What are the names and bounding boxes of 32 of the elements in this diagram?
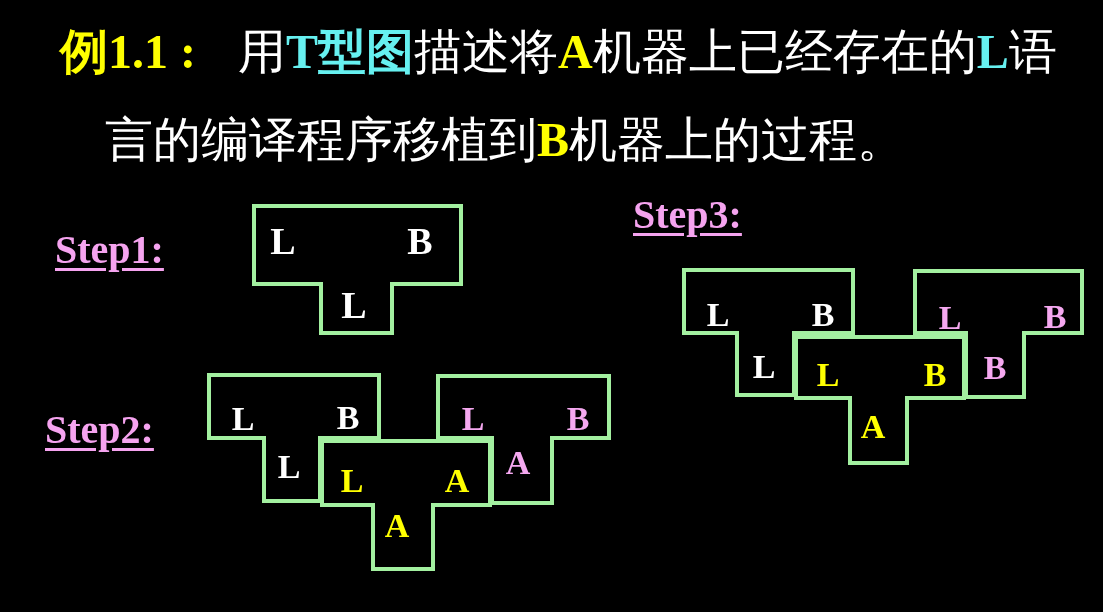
t-diagram-label: A (384, 509, 410, 543)
t-diagram-label: B (566, 402, 590, 436)
t-diagram-label: L (231, 402, 255, 436)
t-diagram-label: L (340, 464, 364, 498)
t-diagram-shape (794, 335, 966, 465)
t-diagram-label: L (461, 402, 485, 436)
t-diagram-label: B (407, 222, 433, 260)
t-diagram-label: B (336, 401, 360, 435)
t-diagram-shape (320, 439, 492, 571)
t-diagram-label: L (938, 301, 962, 335)
step-label: Step1: (55, 230, 164, 270)
title: 例1.1 : 用T型图描述将A机器上已经存在的L语言的编译程序移植到B机器上的过程。 (60, 24, 1058, 168)
t-diagram-label: L (277, 450, 301, 484)
t-diagram-label: B (811, 298, 835, 332)
t-diagram-shape (682, 268, 855, 397)
t-diagram-shape (913, 269, 1084, 399)
t-diagram-label: B (923, 358, 947, 392)
t-diagram-label: A (444, 464, 470, 498)
t-diagram-label: L (816, 358, 840, 392)
t-diagram-shape (207, 373, 381, 503)
t-diagram-label: B (1043, 300, 1067, 334)
step-label: Step2: (45, 410, 154, 450)
t-diagram-label: L (341, 286, 367, 324)
t-diagram-label: L (706, 298, 730, 332)
t-diagram-shape (252, 204, 463, 335)
t-diagram-label: L (752, 350, 776, 384)
t-diagram-label: B (983, 351, 1007, 385)
t-diagram-label: A (505, 446, 531, 480)
t-diagram-label: A (860, 410, 886, 444)
step-label: Step3: (633, 195, 742, 235)
t-diagram-label: L (270, 222, 296, 260)
t-diagram-shape (436, 374, 611, 505)
